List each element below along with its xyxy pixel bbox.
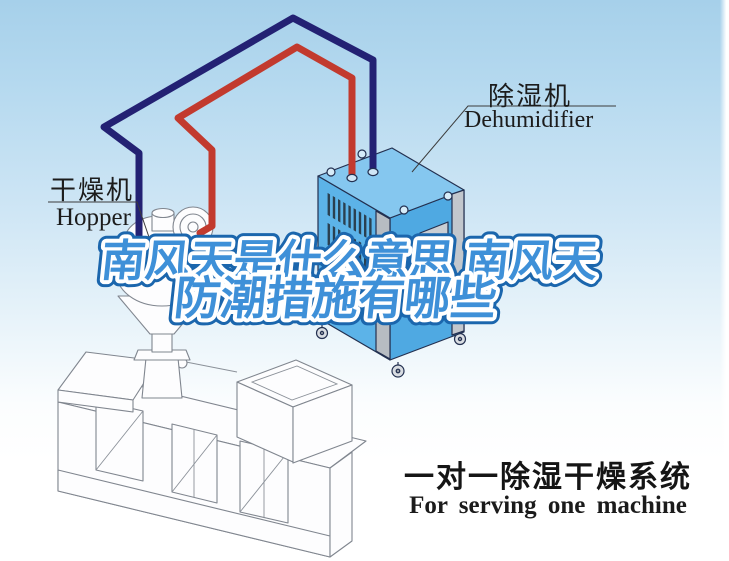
extruder-end [329,451,353,558]
hopper-label-en: Hopper [56,204,131,231]
hopper-leader-line [48,201,153,247]
caption-en: For serving one machine [409,492,687,519]
title-line1-outline: 南风天是什么意思 南风天 [99,237,600,286]
page-edge-highlight [720,0,729,561]
dehumidifier-leader-line [411,105,616,173]
hopper-pedestal [141,357,183,399]
dehumidifier-label-zh: 除湿机 [488,81,573,111]
title-overlay: 南风天是什么意思 南风天 防潮措施有哪些 南风天是什么意思 南风天 防潮措施有哪… [92,230,607,331]
pipe-fittings [134,167,379,257]
caption-zh: 一对一除湿干燥系统 [404,461,692,494]
dehumidifier-casters [315,321,467,378]
return-pipe [174,43,356,237]
title-line2-outline: 防潮措施有哪些 [172,272,499,324]
dehumidifier-edge-column [451,189,465,336]
dehumidifier-label-en: Dehumidifier [464,107,594,133]
hopper-label-zh: 干燥机 [50,175,135,205]
supply-pipe [100,14,377,258]
dehumidifier-corner-column [375,210,391,360]
extruder-panels [95,399,289,524]
title-line2: 防潮措施有哪些 [172,272,499,324]
dehumidifier-vents [326,192,372,271]
dehumidifier-machine [315,147,467,378]
extruder-machine [57,351,367,558]
title-line1: 南风天是什么意思 南风天 [99,237,600,286]
extruder-hood [236,359,353,464]
hopper-cap [151,207,175,232]
dehumidifier-lifting-rings [326,149,453,215]
extruder-wedge [57,351,159,413]
dehumidifier-control-panel [419,221,449,317]
